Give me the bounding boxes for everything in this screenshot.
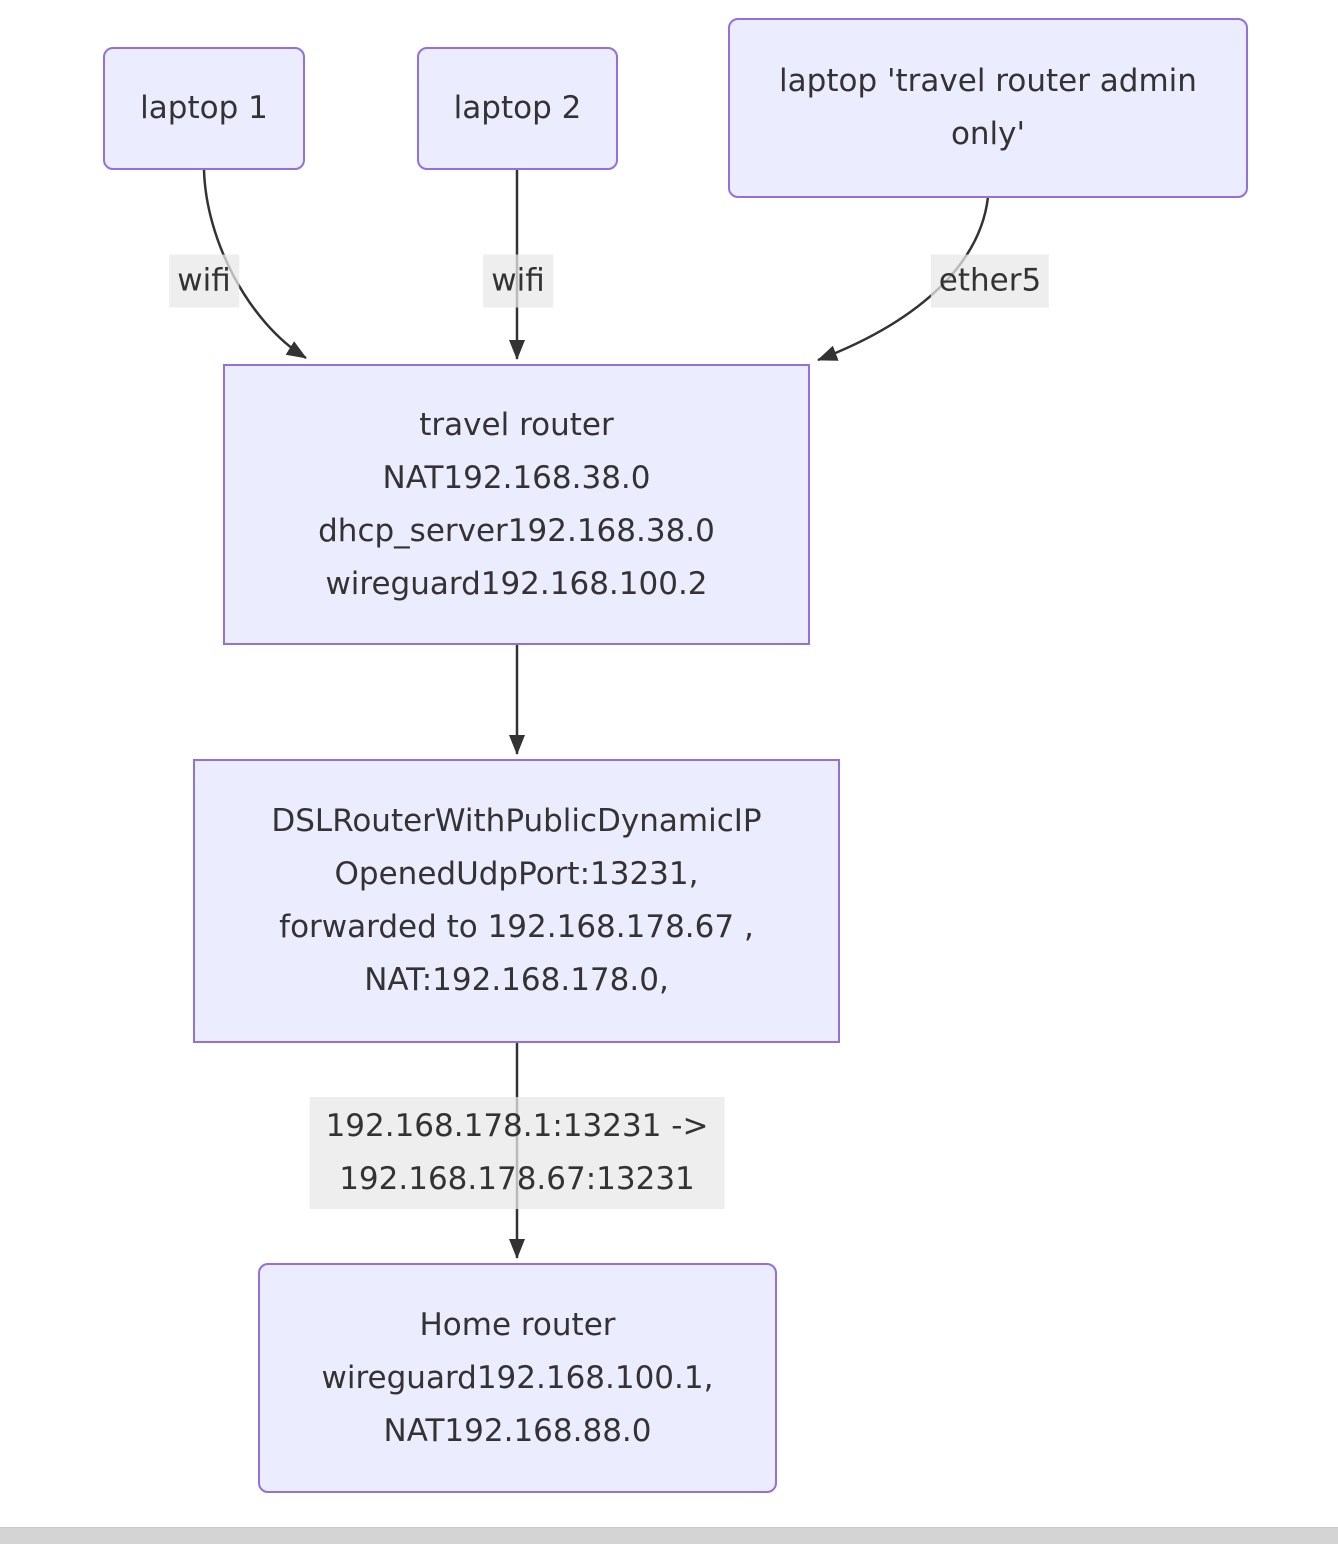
node-travel-router: travel router NAT192.168.38.0 dhcp_serve… bbox=[223, 364, 810, 645]
node-laptop-2: laptop 2 bbox=[417, 47, 618, 170]
node-label-line3: dhcp_server192.168.38.0 bbox=[318, 512, 715, 549]
node-laptop-1: laptop 1 bbox=[103, 47, 305, 170]
edge-label-ether5: ether5 bbox=[930, 254, 1050, 308]
node-label-line1: DSLRouterWithPublicDynamicIP bbox=[271, 803, 762, 839]
node-label-line2: only' bbox=[950, 116, 1026, 152]
edge-label-port-forward: 192.168.178.1:13231 -> 192.168.178.67:13… bbox=[309, 1097, 725, 1209]
node-label-line4: wireguard192.168.100.2 bbox=[325, 565, 708, 602]
node-label-line2: wireguard192.168.100.1, bbox=[321, 1359, 714, 1396]
edge-label-wifi-1: wifi bbox=[169, 254, 239, 308]
edge-label-text: ether5 bbox=[938, 262, 1042, 299]
node-label: laptop 2 bbox=[453, 90, 582, 126]
node-label-line2: NAT192.168.38.0 bbox=[382, 459, 651, 496]
node-label-line1: laptop 'travel router admin bbox=[779, 63, 1197, 99]
edge-label-text-line2: 192.168.178.67:13231 bbox=[339, 1161, 695, 1197]
node-home-router: Home router wireguard192.168.100.1, NAT1… bbox=[258, 1263, 777, 1493]
node-label-line1: travel router bbox=[419, 406, 614, 443]
edge-label-text: wifi bbox=[491, 262, 545, 299]
node-label: laptop 1 bbox=[140, 90, 268, 126]
edge-label-text: wifi bbox=[177, 262, 231, 299]
node-label-line3: forwarded to 192.168.178.67 , bbox=[279, 909, 754, 945]
node-laptop-travel-router-admin-only: laptop 'travel router admin only' bbox=[728, 18, 1248, 198]
node-label-line2: OpenedUdpPort:13231, bbox=[334, 856, 699, 892]
node-label-line3: NAT192.168.88.0 bbox=[383, 1412, 652, 1449]
node-dsl-router: DSLRouterWithPublicDynamicIP OpenedUdpPo… bbox=[193, 759, 840, 1043]
node-label-line4: NAT:192.168.178.0, bbox=[364, 962, 669, 998]
horizontal-scrollbar[interactable] bbox=[0, 1527, 1338, 1544]
node-label-line1: Home router bbox=[419, 1306, 616, 1343]
edge-label-wifi-2: wifi bbox=[483, 254, 553, 308]
edge-label-text-line1: 192.168.178.1:13231 -> bbox=[325, 1108, 709, 1144]
